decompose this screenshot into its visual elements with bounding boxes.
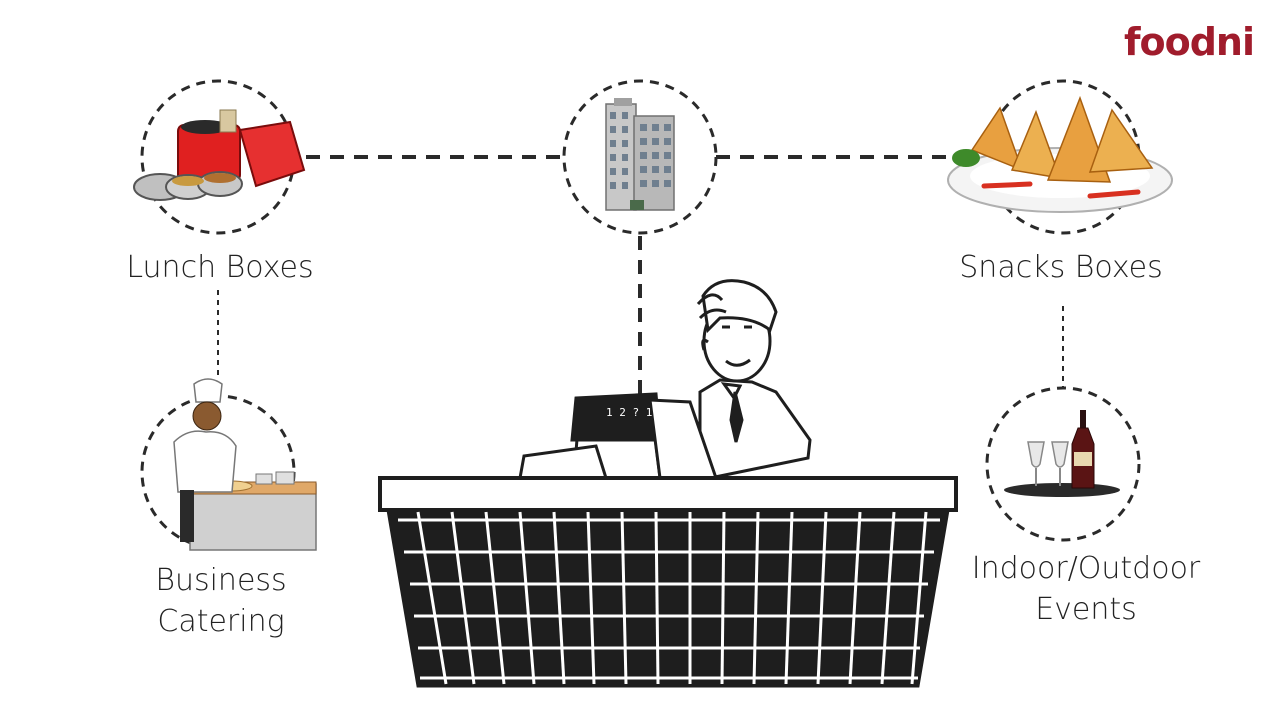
- label-lunch-boxes: Lunch Boxes: [126, 250, 314, 285]
- cashier-counter-icon: [378, 476, 958, 688]
- circle-hub: [562, 79, 718, 235]
- chef-icon: [173, 378, 317, 551]
- wine-tray-icon: [1004, 410, 1120, 497]
- label-snacks-boxes: Snacks Boxes: [959, 250, 1163, 285]
- label-indoor-outdoor-events: Indoor/Outdoor Events: [971, 551, 1201, 627]
- connector-lines: [217, 155, 1064, 408]
- samosa-plate-icon: [947, 95, 1173, 213]
- circle-events: [985, 386, 1141, 542]
- lunch-box-icon: [133, 109, 306, 201]
- counter-top: [378, 476, 958, 512]
- counter-body: [386, 508, 950, 688]
- cashier-person-icon: [696, 279, 812, 482]
- brand-logo: foodni: [1123, 20, 1255, 64]
- label-business-catering: Business Catering: [155, 563, 287, 639]
- register-display: 1 2 ? 1: [606, 406, 652, 419]
- office-building-icon: [605, 98, 675, 211]
- cash-register-icon: 1 2 ? 1: [518, 392, 719, 480]
- counter-grid: [398, 511, 940, 685]
- logo-text: foodni: [1123, 20, 1255, 64]
